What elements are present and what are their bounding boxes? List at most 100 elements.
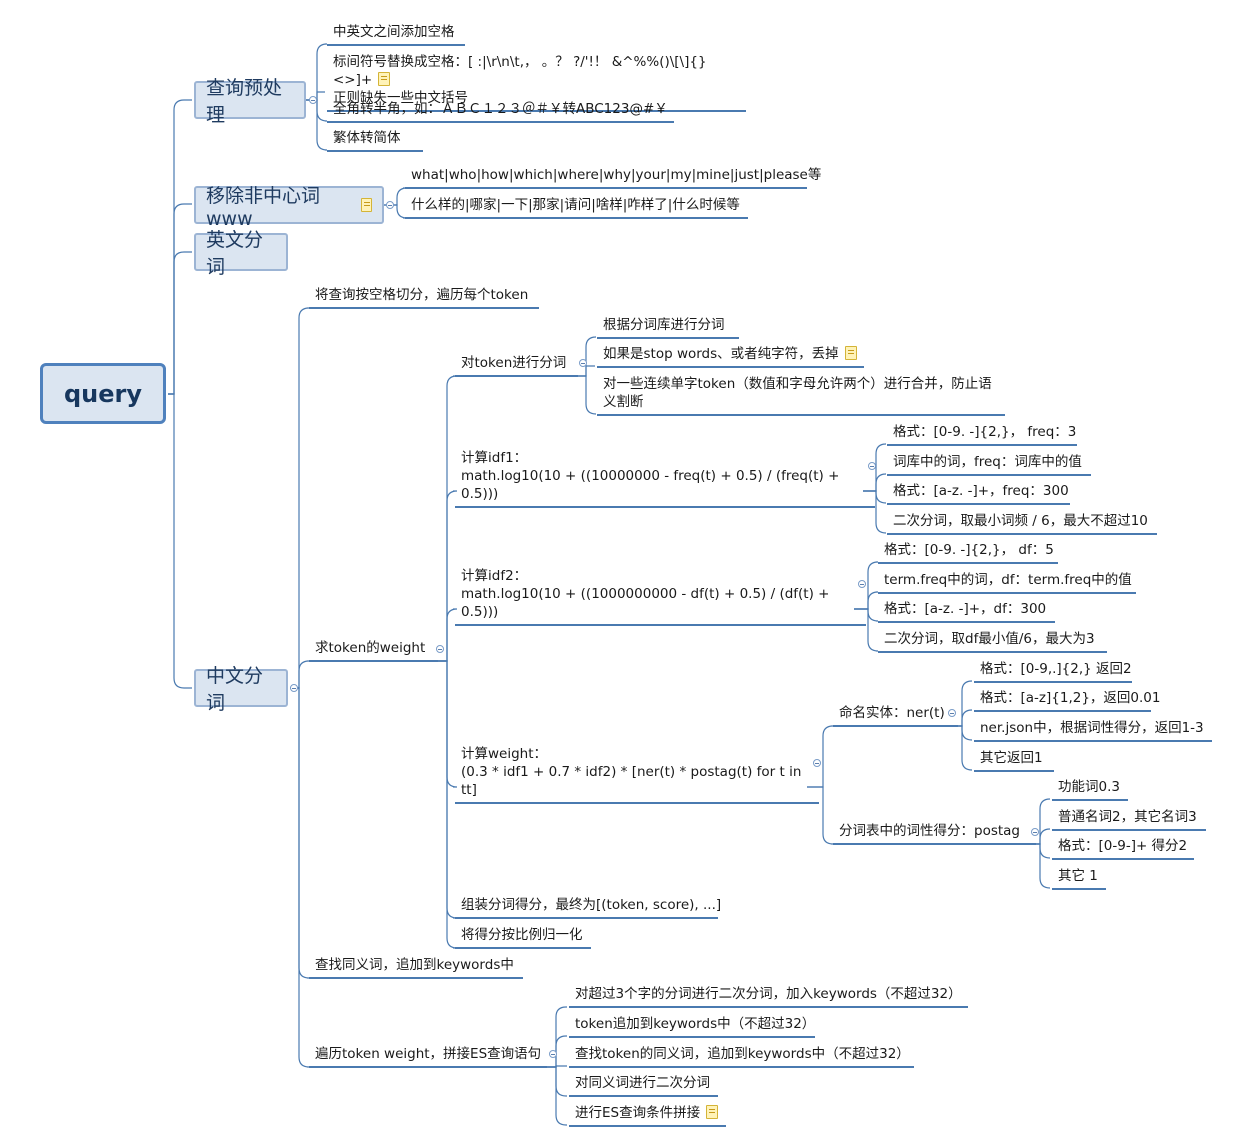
- node-traverse-weight[interactable]: 遍历token weight，拼接ES查询语句: [309, 1045, 547, 1068]
- node-idf2-secondary[interactable]: 二次分词，取df最小值/6，最大为3: [878, 630, 1107, 653]
- collapse-toggle-icon[interactable]: [868, 462, 876, 470]
- node-full-to-half[interactable]: 全角转半角，如：ＡＢＣ１２３＠＃￥转ABC123@#￥: [327, 100, 674, 123]
- node-trav-secondary[interactable]: 对超过3个字的分词进行二次分词，加入keywords（不超过32）: [569, 985, 968, 1008]
- node-calc-idf2-line2: math.log10(10 + ((1000000000 - df(t) + 0…: [461, 586, 830, 620]
- node-token-seg[interactable]: 对token进行分词: [455, 354, 578, 377]
- node-ner-other[interactable]: 其它返回1: [974, 749, 1054, 772]
- node-idf2-numeric[interactable]: 格式：[0-9. -]{2,}， df：5: [878, 541, 1058, 564]
- node-seg-dict[interactable]: 根据分词库进行分词: [597, 316, 739, 339]
- node-pos-other[interactable]: 其它 1: [1052, 867, 1106, 890]
- node-punct-replace-line1: 标间符号替换成空格：[ :|\r\n\t,， 。？ ?/'!！ &^%%()\[…: [333, 54, 707, 88]
- node-remove-cn-words[interactable]: 什么样的|哪家|一下|那家|请问|啥样|咋样了|什么时候等: [405, 196, 748, 219]
- node-ner-json[interactable]: ner.json中，根据词性得分，返回1-3: [974, 719, 1212, 742]
- connector-line: [535, 1006, 567, 1068]
- connector-line: [535, 1066, 567, 1097]
- node-token-weight[interactable]: 求token的weight: [309, 639, 438, 662]
- node-pos-function[interactable]: 功能词0.3: [1052, 778, 1128, 801]
- collapse-toggle-icon[interactable]: [813, 759, 821, 767]
- connector-line: [946, 725, 973, 741]
- node-trav-token-append[interactable]: token追加到keywords中（不超过32）: [569, 1015, 815, 1038]
- collapse-toggle-icon[interactable]: [309, 96, 317, 104]
- collapse-toggle-icon[interactable]: [858, 580, 866, 588]
- connector-line: [566, 375, 597, 415]
- node-trav-es-query[interactable]: 进行ES查询条件拼接: [569, 1104, 726, 1127]
- note-icon[interactable]: [378, 72, 391, 86]
- connector-line: [1024, 798, 1051, 845]
- connector-line: [863, 490, 887, 534]
- node-idf1-numeric[interactable]: 格式：[0-9. -]{2,}， freq：3: [887, 423, 1077, 446]
- connector-line: [306, 99, 328, 151]
- node-find-synonyms[interactable]: 查找同义词，追加到keywords中: [309, 956, 523, 979]
- connector-line: [535, 1066, 567, 1126]
- connector-line: [946, 709, 973, 727]
- note-icon[interactable]: [360, 198, 372, 212]
- collapse-toggle-icon[interactable]: [1031, 828, 1039, 836]
- collapse-toggle-icon[interactable]: [436, 645, 444, 653]
- connector-line: [807, 725, 834, 788]
- note-icon[interactable]: [706, 1105, 719, 1119]
- connector-line: [426, 660, 458, 949]
- topic-chinese-seg[interactable]: 中文分词: [194, 665, 288, 714]
- topic-remove-label: 移除非中心词www: [206, 184, 321, 230]
- node-assemble-scores[interactable]: 组装分词得分，最终为[(token, score), ...]: [455, 896, 721, 919]
- node-seg-merge[interactable]: 对一些连续单字token（数值和字母允许两个）进行合并，防止语 义割断: [597, 375, 1005, 416]
- connector-line: [1024, 843, 1051, 859]
- node-calc-idf2[interactable]: 计算idf2： math.log10(10 + ((1000000000 - d…: [455, 567, 866, 626]
- node-idf2-alpha[interactable]: 格式：[a-z. -]+，df：300: [878, 600, 1055, 623]
- collapse-toggle-icon[interactable]: [549, 1050, 557, 1058]
- connector-line: [946, 680, 973, 727]
- collapse-toggle-icon[interactable]: [290, 684, 298, 692]
- connector-line: [854, 591, 879, 610]
- node-normalize-scores[interactable]: 将得分按比例归一化: [455, 926, 591, 949]
- connector-line: [863, 443, 887, 492]
- connector-line: [426, 660, 458, 788]
- node-split-tokens[interactable]: 将查询按空格切分，遍历每个token: [309, 286, 539, 309]
- node-pos-numeric[interactable]: 格式：[0-9-]+ 得分2: [1052, 837, 1194, 860]
- topic-english-seg[interactable]: 英文分词: [194, 229, 288, 278]
- connector-line: [426, 375, 458, 662]
- connector-line: [168, 393, 192, 689]
- connector-line: [1024, 843, 1051, 889]
- node-calc-idf2-line1: 计算idf2：: [461, 568, 528, 584]
- connector-line: [535, 1035, 567, 1068]
- node-seg-stopwords[interactable]: 如果是stop words、或者纯字符，丢掉: [597, 345, 864, 368]
- node-idf1-dict[interactable]: 词库中的词，freq：词库中的值: [887, 453, 1091, 476]
- topic-english-seg-label: 英文分词: [206, 229, 264, 278]
- root-topic-query[interactable]: query: [40, 363, 166, 424]
- node-punct-replace-line2: 正则缺失一些中文括号: [333, 90, 468, 106]
- topic-preprocess[interactable]: 查询预处理: [194, 77, 306, 126]
- topic-remove-noncentral[interactable]: 移除非中心词www: [194, 185, 384, 230]
- note-icon[interactable]: [844, 346, 857, 360]
- collapse-toggle-icon[interactable]: [579, 359, 587, 367]
- node-trad-to-simp[interactable]: 繁体转简体: [327, 129, 423, 152]
- connector-line: [290, 660, 310, 689]
- connector-line: [290, 687, 310, 1068]
- node-postag[interactable]: 分词表中的词性得分：postag: [833, 822, 1036, 845]
- node-ner[interactable]: 命名实体：ner(t): [833, 704, 958, 727]
- node-calc-weight[interactable]: 计算weight： (0.3 * idf1 + 0.7 * idf2) * [n…: [455, 745, 819, 804]
- node-calc-idf1-line2: math.log10(10 + ((10000000 - freq(t) + 0…: [461, 468, 840, 502]
- node-ner-numeric[interactable]: 格式：[0-9,.]{2,} 返回2: [974, 660, 1132, 683]
- collapse-toggle-icon[interactable]: [386, 201, 394, 209]
- node-idf1-alpha[interactable]: 格式：[a-z. -]+，freq：300: [887, 482, 1070, 505]
- connector-line: [426, 608, 458, 662]
- node-add-space[interactable]: 中英文之间添加空格: [327, 23, 465, 46]
- node-trav-synonym-append[interactable]: 查找token的同义词，追加到keywords中（不超过32）: [569, 1045, 914, 1068]
- node-trav-es-query-label: 进行ES查询条件拼接: [575, 1105, 701, 1121]
- node-pos-noun[interactable]: 普通名词2，其它名词3: [1052, 808, 1206, 831]
- node-idf2-termfreq[interactable]: term.freq中的词，df：term.freq中的值: [878, 571, 1136, 594]
- connector-line: [854, 561, 879, 610]
- connector-line: [854, 608, 879, 652]
- node-idf1-secondary[interactable]: 二次分词，取最小词频 / 6，最大不超过10: [887, 512, 1157, 535]
- connector-line: [168, 251, 192, 395]
- node-punct-replace[interactable]: 标间符号替换成空格：[ :|\r\n\t,， 。？ ?/'!！ &^%%()\[…: [327, 53, 746, 112]
- node-calc-idf1[interactable]: 计算idf1： math.log10(10 + ((10000000 - fre…: [455, 449, 875, 508]
- collapse-toggle-icon[interactable]: [948, 709, 956, 717]
- node-ner-alpha[interactable]: 格式：[a-z]{1,2}，返回0.01: [974, 689, 1160, 712]
- node-trav-synonym-seg[interactable]: 对同义词进行二次分词: [569, 1074, 718, 1097]
- node-remove-en-words[interactable]: what|who|how|which|where|why|your|my|min…: [405, 166, 821, 189]
- connector-line: [946, 725, 973, 771]
- connector-line: [863, 473, 887, 492]
- topic-chinese-seg-label: 中文分词: [206, 665, 264, 714]
